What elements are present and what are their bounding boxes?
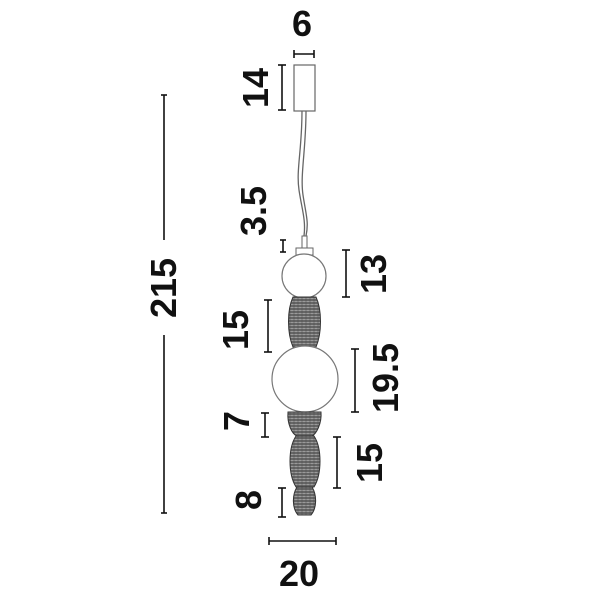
upper-rattan-segment [288, 296, 321, 348]
dim-line-rattan-lower [333, 436, 341, 489]
label-rattan-upper: 15 [215, 309, 256, 351]
rattan-bowl-segment [287, 411, 322, 437]
dim-line-canopy-width [293, 50, 315, 58]
dim-line-total-width [268, 537, 337, 545]
lower-rattan-segment [289, 435, 321, 488]
label-total-height: 215 [143, 257, 184, 319]
dim-line-rattan-upper [264, 299, 272, 353]
label-cable-gap: 3.5 [233, 185, 274, 237]
dim-line-cable-gap [280, 239, 286, 253]
dim-line-bottom-segment [278, 487, 286, 518]
large-glass-sphere [271, 345, 339, 413]
small-glass-sphere [281, 253, 327, 299]
dim-line-small-sphere [342, 249, 350, 298]
sphere-cap [295, 235, 314, 256]
label-total-width: 20 [279, 553, 320, 594]
dim-line-canopy-height [278, 64, 286, 111]
label-bottom-segment: 8 [228, 489, 269, 511]
label-bowl: 7 [216, 410, 257, 432]
label-small-sphere: 13 [353, 253, 394, 295]
bottom-rattan-segment [292, 486, 317, 516]
dim-line-large-sphere [351, 348, 359, 413]
dim-line-bowl [261, 412, 269, 438]
canopy [293, 64, 316, 112]
label-canopy-height: 14 [235, 67, 276, 108]
label-large-sphere: 19.5 [365, 342, 406, 414]
dim-line-total-height [161, 94, 167, 514]
label-rattan-lower: 15 [349, 442, 390, 484]
label-canopy-width: 6 [292, 3, 313, 44]
suspension-cables [297, 110, 308, 237]
